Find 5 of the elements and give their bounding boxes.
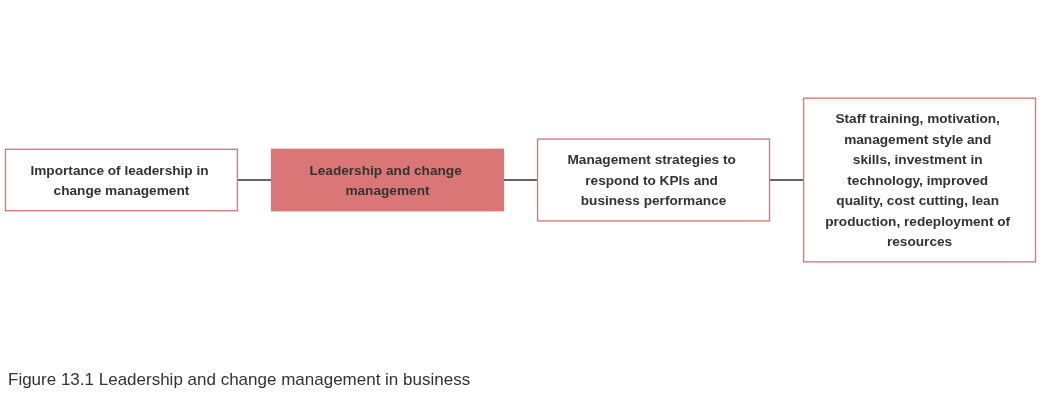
node-box: Leadership and change management	[270, 148, 505, 212]
figure-caption: Figure 13.1 Leadership and change management in business	[8, 370, 471, 390]
node-box: Management strategies to respond to KPIs and business performance	[536, 138, 771, 222]
node-box: Importance of leadership in change management	[4, 148, 239, 212]
node-box: Staff training, motivation, management style and skills, investment in technology, improved quality, cost cutting, lean production, redeployment of resources	[802, 97, 1037, 263]
